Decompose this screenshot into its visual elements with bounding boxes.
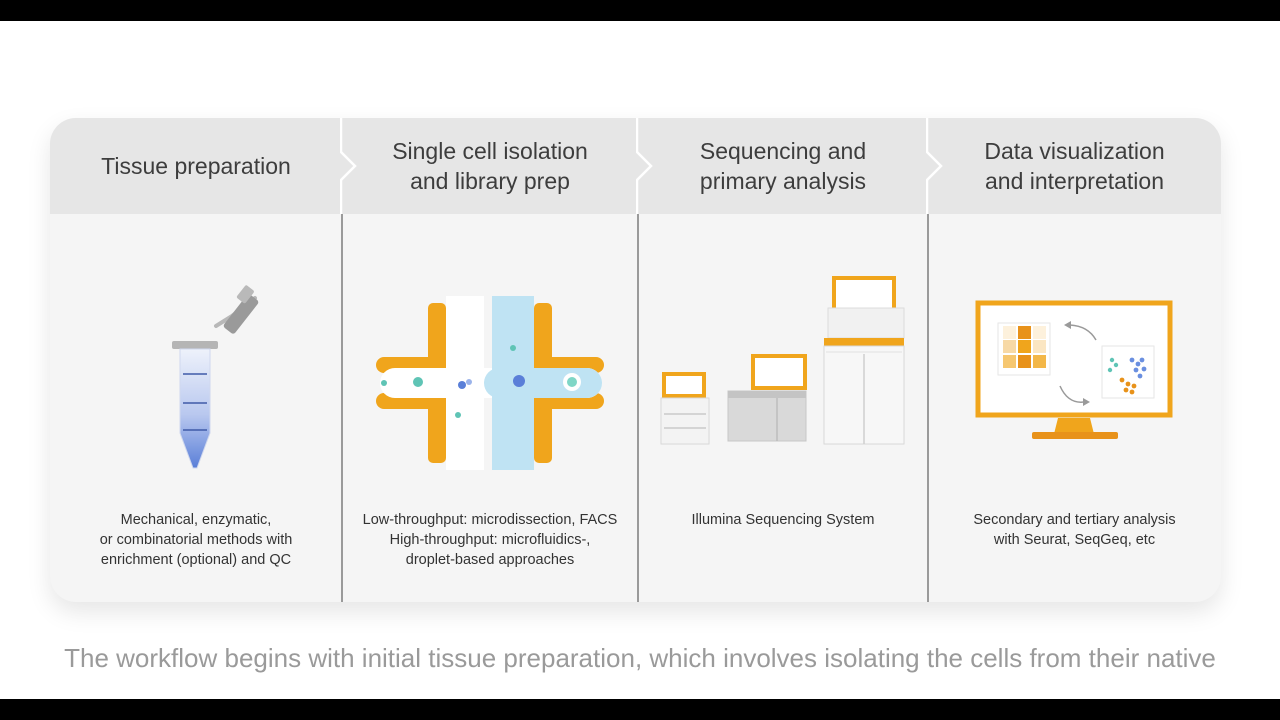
microfluidics-icon — [376, 296, 604, 470]
chevron-separator — [340, 118, 357, 214]
desc-line: Low-throughput: microdissection, FACS — [362, 512, 618, 528]
step-title: Sequencing and primary analysis — [638, 118, 928, 214]
step-tissue-preparation: Tissue preparation Mechanical, e — [50, 118, 342, 602]
divider — [637, 214, 639, 602]
workflow-panel: Tissue preparation Mechanical, e — [50, 118, 1221, 602]
step-single-cell-isolation: Single cell isolation and library prep — [342, 118, 638, 602]
step-title: Tissue preparation — [50, 118, 342, 214]
title-line: Data visualization — [984, 138, 1165, 164]
chevron-separator — [636, 118, 653, 214]
step-sequencing: Sequencing and primary analysis Illumina — [638, 118, 928, 602]
step-title: Data visualization and interpretation — [928, 118, 1221, 214]
letterbox-top — [0, 0, 1280, 21]
step-title: Single cell isolation and library prep — [342, 118, 638, 214]
title-line: primary analysis — [699, 168, 867, 194]
monitor-icon — [975, 300, 1173, 439]
divider — [927, 214, 929, 602]
step-data-visualization: Data visualization and interpretation — [928, 118, 1221, 602]
step-description: Secondary and tertiary analysis with Seu… — [928, 510, 1221, 550]
desc-line: enrichment (optional) and QC — [100, 552, 292, 568]
step-description: Mechanical, enzymatic, or combinatorial … — [50, 510, 342, 570]
header-band — [50, 118, 1221, 214]
title-line: and interpretation — [984, 168, 1164, 194]
sequencers-icon — [660, 276, 905, 445]
desc-line: Illumina Sequencing System — [691, 512, 875, 528]
step-description: Illumina Sequencing System — [638, 510, 928, 530]
desc-line: or combinatorial methods with — [99, 532, 293, 548]
chevron-separator — [926, 118, 943, 214]
desc-line: Secondary and tertiary analysis — [973, 512, 1176, 528]
title-line: Sequencing and — [699, 138, 867, 164]
title-line: and library prep — [410, 168, 570, 194]
step-title-text: Single cell isolation and library prep — [392, 136, 588, 196]
step-title-text: Data visualization and interpretation — [984, 136, 1164, 196]
step-title-text: Tissue preparation — [101, 153, 291, 179]
letterbox-bottom — [0, 699, 1280, 720]
title-line: Single cell isolation — [392, 138, 588, 164]
desc-line: High-throughput: microfluidics-, — [389, 532, 591, 548]
tube-icon — [172, 285, 259, 469]
step-title-text: Sequencing and primary analysis — [700, 136, 866, 196]
divider — [341, 214, 343, 602]
desc-line: Mechanical, enzymatic, — [120, 512, 272, 528]
desc-line: with Seurat, SeqGeq, etc — [993, 532, 1156, 548]
subtitle-caption: The workflow begins with initial tissue … — [64, 643, 1216, 673]
desc-line: droplet-based approaches — [405, 552, 575, 568]
step-description: Low-throughput: microdissection, FACS Hi… — [342, 510, 638, 570]
